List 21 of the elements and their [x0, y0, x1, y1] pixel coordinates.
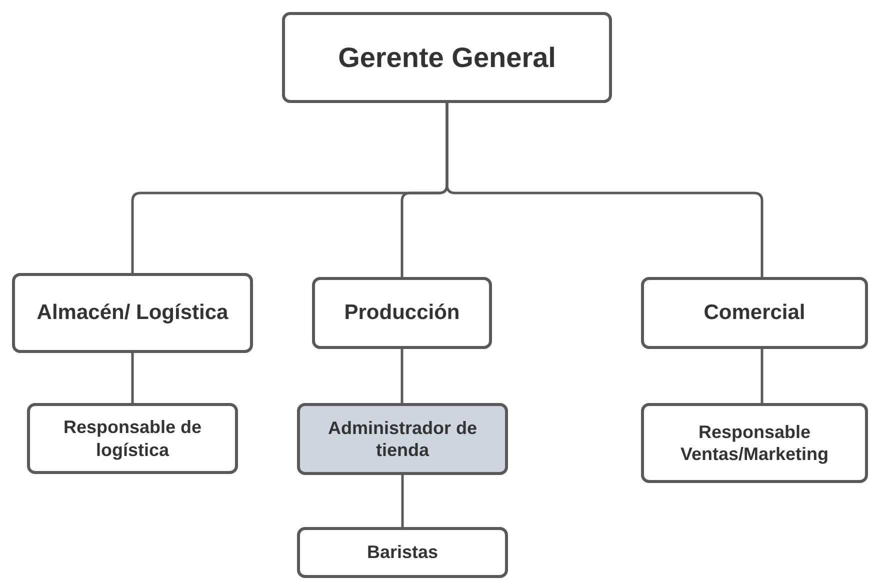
org-box: [641, 277, 868, 349]
connector-line: [401, 475, 404, 527]
role-title: Almacén/ Logística: [36, 300, 228, 326]
role-title: Responsable de logística: [62, 416, 203, 461]
role-title: Gerente General: [338, 41, 556, 75]
role-title: Producción: [344, 300, 460, 326]
org-box: [641, 403, 868, 483]
role-title: Baristas: [366, 541, 438, 564]
org-box: [297, 527, 508, 578]
connector-line: [400, 349, 404, 403]
org-box: [282, 12, 612, 103]
connector-line: [760, 349, 764, 403]
org-box: [312, 277, 492, 349]
role-title: Responsable Ventas/Marketing: [679, 420, 830, 466]
connector-line: [446, 103, 764, 277]
org-box: [27, 403, 238, 474]
role-title: Comercial: [704, 300, 806, 326]
org-box: [297, 403, 508, 475]
connector-line: [131, 353, 134, 403]
org-box: [12, 273, 253, 353]
role-title: Administrador de tienda: [326, 416, 478, 462]
